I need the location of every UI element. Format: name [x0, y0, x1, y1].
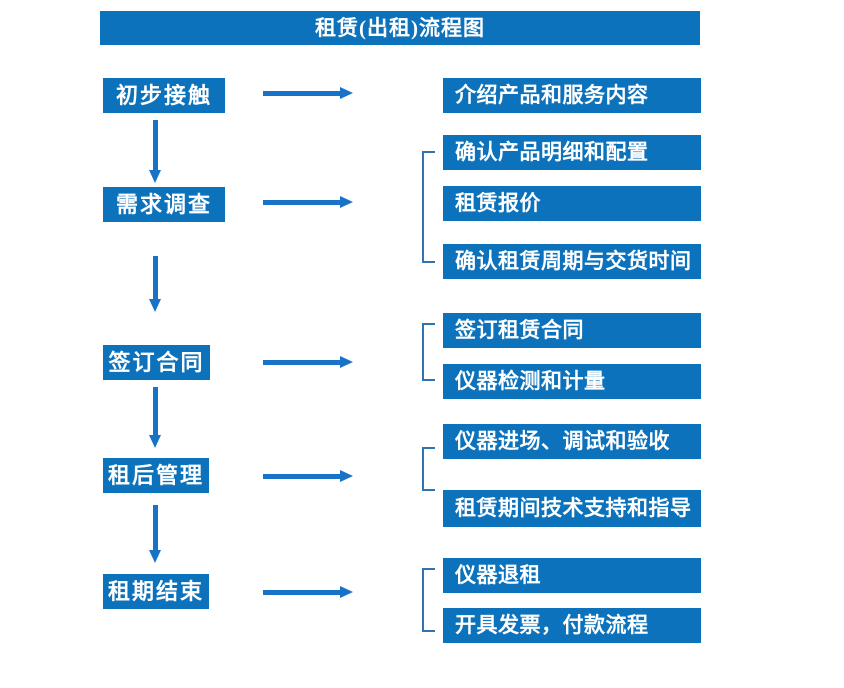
page-title: 租赁(出租)流程图	[100, 11, 700, 45]
group-bracket-icon	[422, 447, 435, 491]
flow-step-demand-survey: 需求调查	[103, 187, 225, 222]
down-arrow-icon	[149, 120, 161, 183]
right-arrow-icon	[263, 470, 353, 482]
flow-step-post-rental: 租后管理	[103, 458, 209, 493]
flow-detail-instrument-check: 仪器检测和计量	[443, 364, 701, 399]
right-arrow-icon	[263, 87, 353, 99]
flow-detail-sign-lease: 签订租赁合同	[443, 313, 701, 348]
right-arrow-icon	[263, 356, 353, 368]
flow-detail-return-instrument: 仪器退租	[443, 558, 701, 593]
flow-step-initial-contact: 初步接触	[103, 78, 225, 113]
group-bracket-icon	[422, 323, 435, 381]
group-bracket-icon	[422, 151, 435, 263]
down-arrow-icon	[149, 387, 161, 448]
right-arrow-icon	[263, 196, 353, 208]
right-arrow-icon	[263, 586, 353, 598]
flow-step-rental-end: 租期结束	[103, 574, 209, 609]
flow-detail-install-accept: 仪器进场、调试和验收	[443, 424, 701, 459]
down-arrow-icon	[149, 256, 161, 312]
flow-detail-rental-quote: 租赁报价	[443, 186, 701, 221]
flow-detail-intro-products: 介绍产品和服务内容	[443, 78, 701, 113]
flow-detail-confirm-period: 确认租赁周期与交货时间	[443, 244, 701, 279]
flow-detail-confirm-config: 确认产品明细和配置	[443, 135, 701, 170]
flow-detail-invoice-payment: 开具发票，付款流程	[443, 608, 701, 643]
flow-step-sign-contract: 签订合同	[103, 345, 210, 380]
down-arrow-icon	[149, 505, 161, 563]
flow-detail-tech-support: 租赁期间技术支持和指导	[443, 490, 701, 527]
group-bracket-icon	[422, 568, 435, 632]
